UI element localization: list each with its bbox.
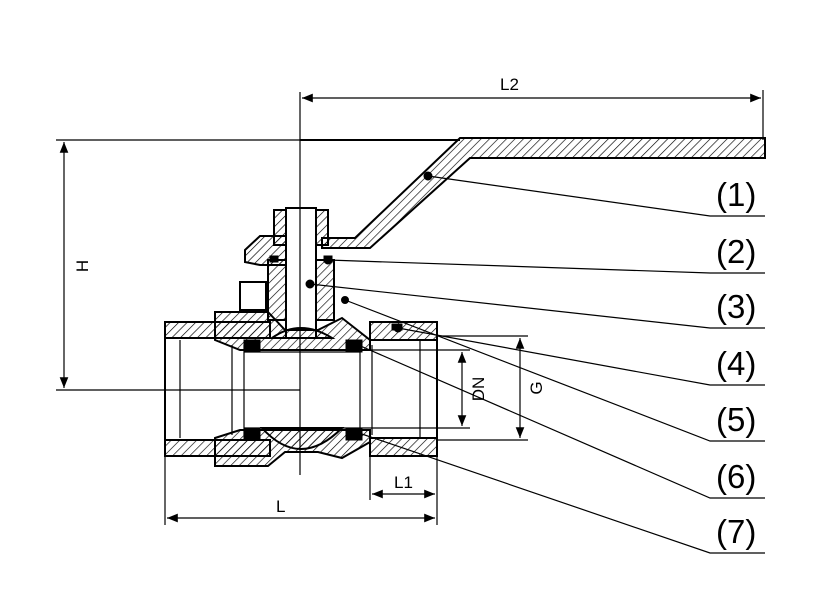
callout-5: (5) (716, 401, 756, 438)
callout-1: (1) (716, 176, 756, 213)
callout-3: (3) (716, 288, 756, 325)
label-l: L (276, 497, 285, 516)
gland-nut (239, 235, 335, 321)
label-l2: L2 (500, 75, 519, 94)
dimension-dn: DN (360, 349, 488, 429)
callout-4: (4) (716, 345, 756, 382)
label-h: H (73, 260, 92, 272)
dimension-l2: L2 (302, 75, 764, 140)
callout-labels: (1) (2) (3) (4) (5) (6) (7) (716, 176, 756, 550)
callout-leaders (305, 171, 765, 554)
dimension-h: H (56, 139, 300, 391)
callout-6: (6) (716, 458, 756, 495)
ball (259, 327, 345, 450)
dimension-g: G (437, 335, 546, 441)
label-l1: L1 (394, 473, 413, 492)
dimension-l1: L1 (369, 440, 438, 500)
valve-body (164, 311, 438, 467)
lever-handle (300, 137, 766, 249)
dimension-l: L (164, 456, 438, 525)
label-g: G (527, 381, 546, 394)
callout-2: (2) (716, 233, 756, 270)
callout-7: (7) (716, 513, 756, 550)
